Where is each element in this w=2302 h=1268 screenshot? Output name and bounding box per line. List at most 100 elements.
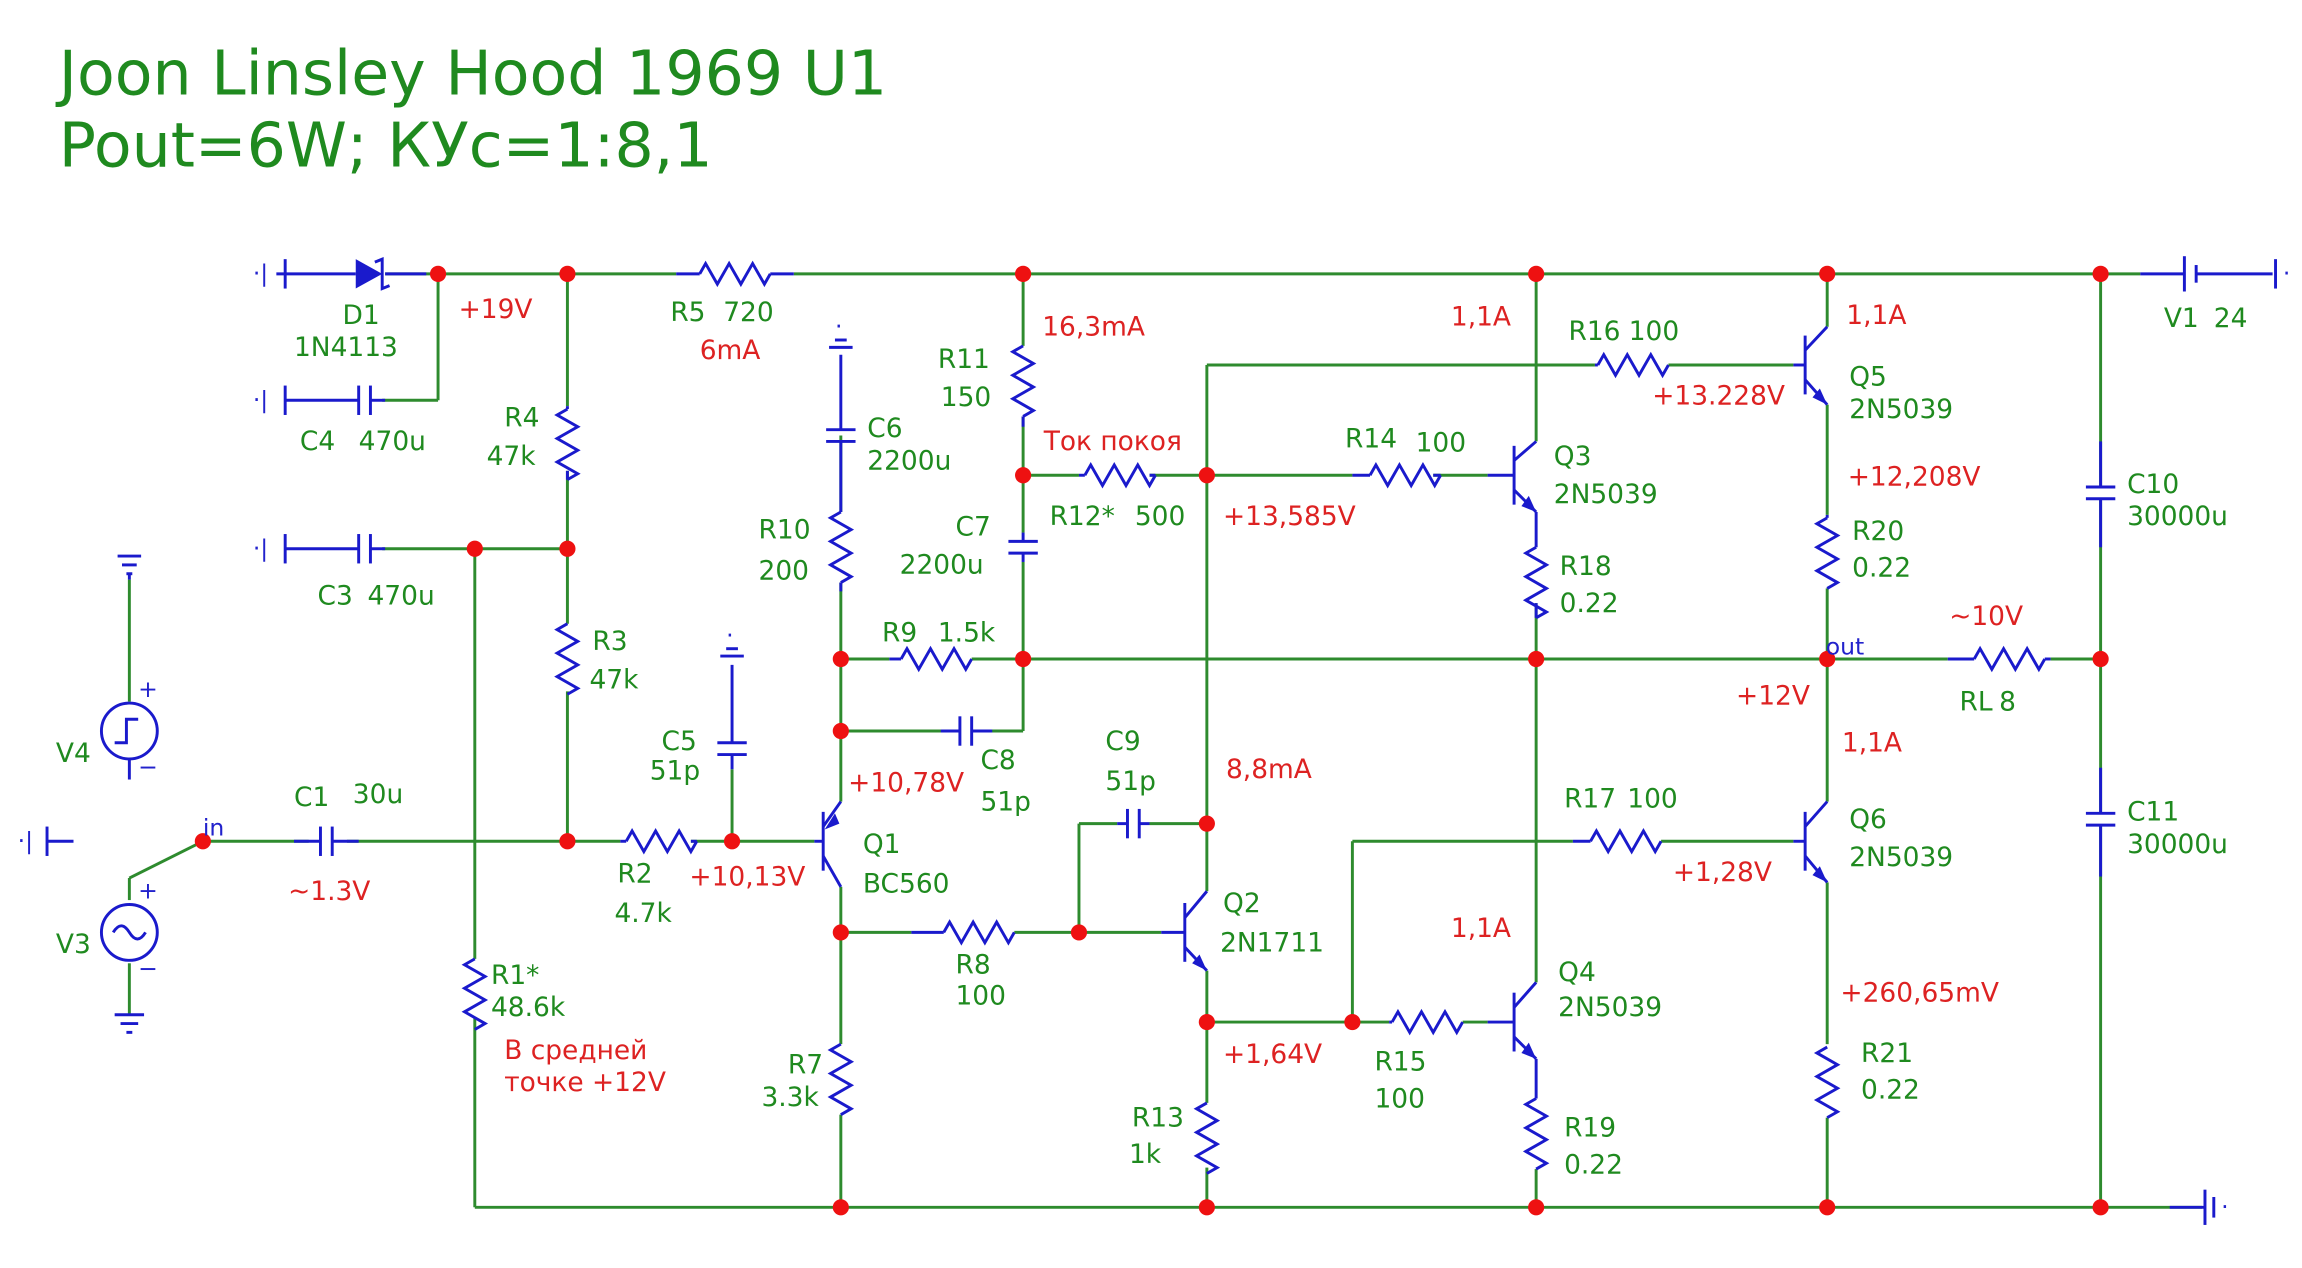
label-q4-value: 2N5039 <box>1558 992 1662 1023</box>
label-r14-ref: R14 <box>1345 423 1397 454</box>
meas-i-r5: 6mA <box>700 335 761 366</box>
meas-v12: +12V <box>1736 681 1810 712</box>
label-v1-ref: V1 <box>2164 303 2199 334</box>
label-c8-value: 51p <box>980 786 1030 817</box>
capacitor-c3: ·| <box>253 534 386 564</box>
resistor-r2 <box>620 829 699 854</box>
title-line-1: Joon Linsley Hood 1969 U1 <box>55 38 887 110</box>
transistor-q4 <box>1487 981 1538 1099</box>
meas-i-q4: 1,1A <box>1451 913 1511 944</box>
label-r8-ref: R8 <box>955 950 990 981</box>
label-r8-value: 100 <box>955 980 1005 1011</box>
meas-v1013: +10,13V <box>689 861 805 892</box>
label-r20-value: 0.22 <box>1852 553 1911 584</box>
label-r1-value: 48.6k <box>491 992 566 1023</box>
label-r1-ref: R1* <box>491 960 539 991</box>
label-q1-ref: Q1 <box>863 829 901 860</box>
resistor-r11 <box>1011 344 1035 427</box>
label-q5-ref: Q5 <box>1849 362 1887 393</box>
label-c9-ref: C9 <box>1105 726 1140 757</box>
svg-text:·: · <box>2221 1193 2228 1221</box>
resistor-rl <box>1947 647 2051 671</box>
resistor-r21 <box>1815 1045 1839 1120</box>
label-r17-ref: R17 <box>1564 783 1616 814</box>
resistor-r13 <box>1195 1101 1219 1175</box>
label-c11-value: 30000u <box>2127 829 2228 860</box>
capacitor-c6: · <box>826 312 856 512</box>
label-c7-value: 2200u <box>900 550 984 581</box>
resistor-r15 <box>1389 1010 1465 1034</box>
battery-v1: · <box>2140 256 2290 292</box>
resistor-r14 <box>1352 463 1443 488</box>
meas-v-out: ~10V <box>1949 601 2023 632</box>
meas-i-q6: 1,1A <box>1842 728 1902 759</box>
resistor-r17 <box>1572 829 1663 854</box>
label-r3-value: 47k <box>589 664 639 695</box>
label-q3-value: 2N5039 <box>1554 479 1658 510</box>
label-r14-value: 100 <box>1416 428 1466 459</box>
capacitor-c5: · <box>717 621 747 770</box>
label-r15-ref: R15 <box>1374 1047 1426 1078</box>
label-r18-ref: R18 <box>1560 551 1612 582</box>
label-c9-value: 51p <box>1105 766 1155 797</box>
meas-v26065: +260,65mV <box>1840 977 1999 1008</box>
title-line-2: Pout=6W; КУс=1:8,1 <box>59 110 713 182</box>
svg-text:·|: ·| <box>18 827 33 855</box>
capacitor-c11 <box>2085 767 2116 877</box>
label-r7-value: 3.3k <box>761 1082 819 1113</box>
label-r4-ref: R4 <box>504 403 539 434</box>
transistor-q1 <box>814 800 843 888</box>
label-r9-value: 1.5k <box>938 617 996 648</box>
label-q5-value: 2N5039 <box>1849 394 1953 425</box>
wires <box>127 272 2203 1209</box>
net-label-out: out <box>1826 633 1865 661</box>
label-q3-ref: Q3 <box>1554 441 1592 472</box>
resistor-r1 <box>463 957 487 1031</box>
svg-text:·: · <box>2283 259 2290 287</box>
label-r5-ref: R5 <box>670 297 705 328</box>
meas-i-q2: 8,8mA <box>1226 754 1312 785</box>
resistor-r20 <box>1815 514 1839 590</box>
label-c8-ref: C8 <box>980 745 1015 776</box>
resistor-r8 <box>911 920 1016 945</box>
label-r3-ref: R3 <box>592 626 627 657</box>
label-r21-value: 0.22 <box>1861 1075 1920 1106</box>
capacitor-c1 <box>293 826 359 856</box>
label-q1-value: BC560 <box>863 869 950 900</box>
component-labels: D1 1N4113 C4 470u C3 470u R5 720 R4 47k … <box>56 297 2248 1181</box>
resistor-r10 <box>829 510 853 592</box>
label-r13-value: 1k <box>1129 1139 1162 1170</box>
svg-text:·|: ·| <box>253 534 268 562</box>
label-r17-value: 100 <box>1627 783 1677 814</box>
resistor-r19 <box>1524 1097 1548 1171</box>
resistor-r16 <box>1594 353 1670 377</box>
meas-v19: +19V <box>459 294 533 325</box>
capacitor-c9 <box>1117 808 1150 839</box>
svg-text:·|: ·| <box>253 386 268 414</box>
meas-i-r11: 16,3mA <box>1042 312 1145 343</box>
capacitor-c10 <box>2085 441 2116 548</box>
label-rl-value: 8 <box>1999 686 2016 717</box>
label-c5-value: 51p <box>650 756 700 787</box>
svg-text:+: + <box>138 675 158 703</box>
label-d1-value: 1N4113 <box>294 332 398 363</box>
meas-tok-pokoya: Ток покоя <box>1043 426 1182 457</box>
label-c4-ref: C4 <box>300 426 335 457</box>
label-r21-ref: R21 <box>1861 1038 1913 1069</box>
label-c6-value: 2200u <box>867 445 951 476</box>
capacitor-c4: ·| <box>253 385 386 415</box>
label-q6-ref: Q6 <box>1849 804 1887 835</box>
capacitor-c8 <box>940 716 993 746</box>
svg-text:·|: ·| <box>253 259 268 287</box>
label-r18-value: 0.22 <box>1560 588 1619 619</box>
resistor-r9 <box>889 647 974 671</box>
label-r2-ref: R2 <box>617 858 652 889</box>
pulse-source-v4: + − <box>99 554 159 781</box>
transistor-q2 <box>1161 890 1208 972</box>
label-c7-ref: C7 <box>955 512 990 543</box>
label-rl-ref: RL <box>1959 686 1992 717</box>
label-r19-ref: R19 <box>1564 1113 1616 1144</box>
label-r5-value: 720 <box>723 297 773 328</box>
resistor-r18 <box>1524 545 1548 620</box>
